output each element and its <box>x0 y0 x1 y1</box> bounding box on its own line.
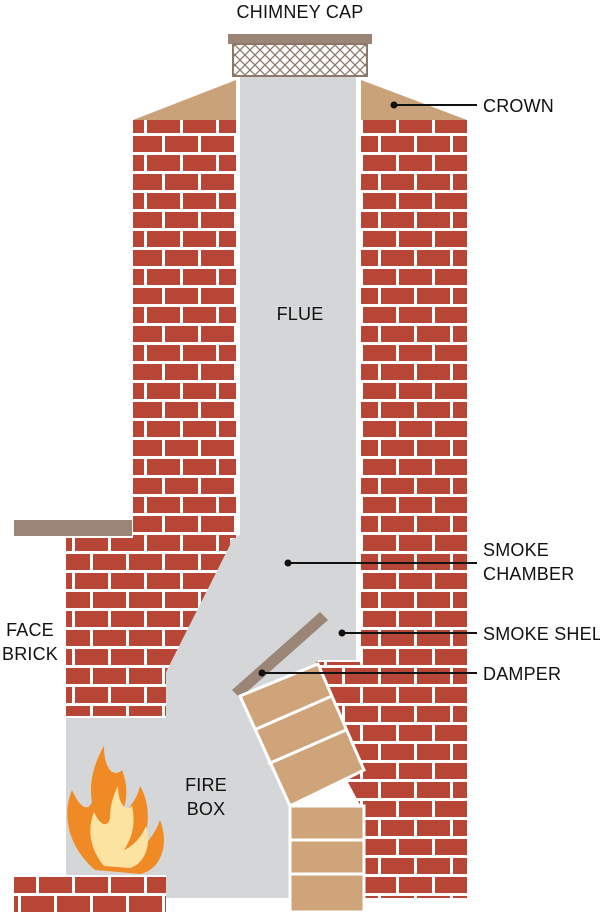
crown-right <box>361 80 467 120</box>
label-flue: FLUE <box>277 304 324 324</box>
fire-flame-inner <box>90 786 149 868</box>
label-smoke-chamber-line1: SMOKE <box>483 540 549 560</box>
left-chimney-brick <box>133 120 236 538</box>
firebrick-line-2 <box>267 728 347 766</box>
label-crown: CROWN <box>483 96 554 116</box>
crown-left <box>133 80 236 120</box>
damper-plate <box>232 612 328 698</box>
smoke-chamber-leader-dot <box>284 559 292 567</box>
firebrick-line-1 <box>253 694 333 732</box>
label-face-brick-line1: FACE <box>6 620 54 640</box>
chimney-cap-mesh <box>232 43 368 77</box>
damper-leader-dot <box>258 669 266 677</box>
firebrick-lower <box>288 804 366 914</box>
leader-dots <box>258 101 398 677</box>
leader-lines <box>262 104 477 674</box>
label-chimney-cap: CHIMNEY CAP <box>237 2 364 22</box>
firebrick-line-3 <box>290 838 364 876</box>
label-fire-box-line1: FIRE <box>185 775 227 795</box>
label-smoke-shelf: SMOKE SHELF <box>483 624 600 644</box>
label-smoke-chamber-line2: CHAMBER <box>483 564 574 584</box>
crown-leader-dot <box>390 101 398 109</box>
right-chimney-brick <box>361 120 467 898</box>
firebrick-upper <box>237 662 366 809</box>
label-face-brick-line2: BRICK <box>2 644 58 664</box>
smoke-shelf-leader-dot <box>338 629 346 637</box>
label-fire-box-line2: BOX <box>187 799 226 819</box>
face-brick-wall <box>66 538 230 716</box>
hearth-brick <box>14 875 166 912</box>
label-damper: DAMPER <box>483 664 561 684</box>
mantel-shelf <box>14 520 132 536</box>
chimney-cap-top <box>228 34 372 44</box>
